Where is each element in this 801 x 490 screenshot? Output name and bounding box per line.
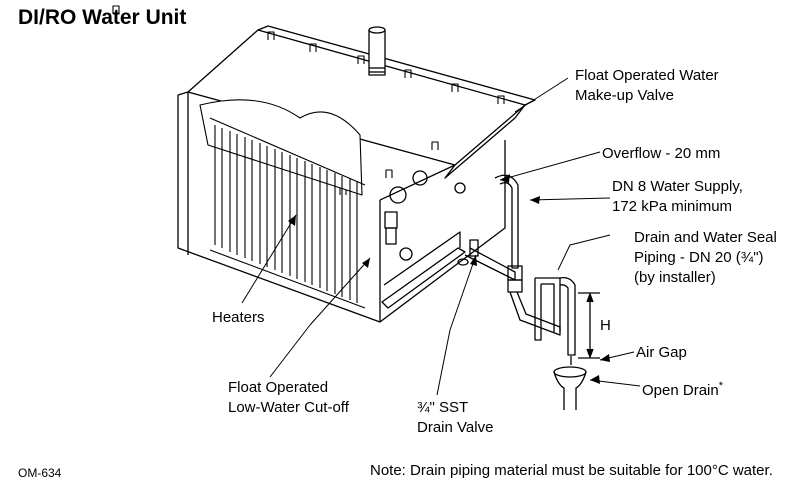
figure-id: OM-634 [18, 466, 62, 480]
drain-seal-label: Drain and Water Seal Piping - DN 20 (¾")… [634, 229, 777, 286]
vent-pipe [368, 26, 386, 76]
drain-valve-pipe [457, 239, 516, 281]
open-drain-funnel [553, 356, 587, 410]
h-label: H [600, 317, 611, 334]
water-supply-label: DN 8 Water Supply, 172 kPa minimum [612, 178, 743, 215]
low-water-cutoff-label: Float Operated Low-Water Cut-off [228, 379, 349, 416]
heaters-label: Heaters [212, 309, 265, 326]
leader-lines [241, 77, 641, 396]
arrow-heads [288, 174, 610, 384]
open-drain-label: Open Drain* [642, 380, 723, 399]
heater-coils [199, 99, 366, 309]
footer-note: Note: Drain piping material must be suit… [370, 462, 773, 479]
air-gap-label: Air Gap [636, 344, 687, 361]
lid-bolts [112, 5, 505, 195]
diagram-title: DI/RO Water Unit [18, 6, 187, 29]
front-fittings [384, 170, 466, 261]
drain-valve-label: ¾" SST Drain Valve [417, 399, 494, 436]
float-valve-label: Float Operated Water Make-up Valve [575, 67, 719, 104]
overflow-label: Overflow - 20 mm [602, 145, 721, 162]
drain-seal-piping [534, 277, 576, 356]
tank-body [177, 91, 506, 323]
base-plate [381, 231, 466, 309]
h-dimension [578, 292, 600, 359]
